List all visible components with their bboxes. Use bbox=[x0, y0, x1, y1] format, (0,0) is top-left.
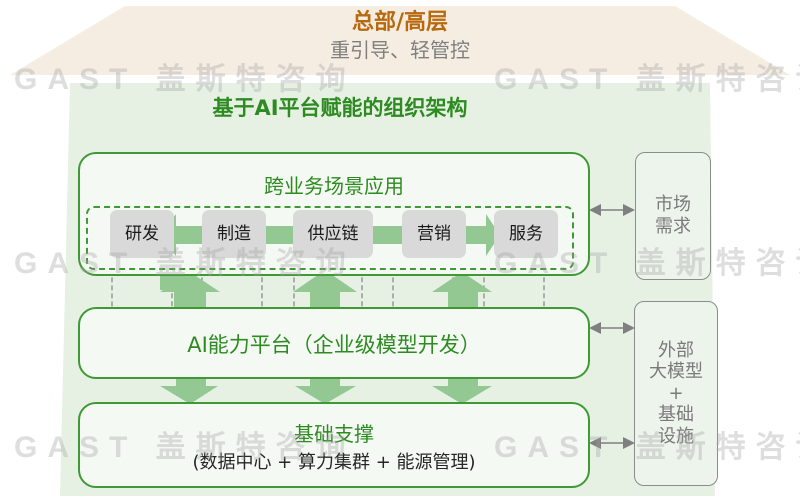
external-model-box: 外部 大模型 + 基础 设施 bbox=[634, 301, 718, 486]
chip-rd: 研发 bbox=[110, 210, 174, 258]
chip-supply-chain: 供应链 bbox=[293, 210, 373, 258]
up-arrow-right bbox=[432, 272, 492, 310]
top-title: 总部/高层 bbox=[351, 10, 449, 35]
watermark: GAST 盖斯特咨询 bbox=[14, 431, 356, 464]
up-arrow-center bbox=[293, 270, 357, 310]
app-chip-group bbox=[86, 206, 574, 270]
external-line5: 设施 bbox=[658, 425, 694, 447]
top-trapezoid bbox=[10, 6, 790, 75]
watermark: GAST 盖斯特咨询 bbox=[494, 63, 800, 96]
watermark: GAST 盖斯特咨询 bbox=[494, 431, 800, 464]
ai-platform-box: AI能力平台（企业级模型开发） bbox=[78, 307, 590, 379]
ai-platform-title: AI能力平台（企业级模型开发） bbox=[187, 333, 481, 357]
external-line4: 基础 bbox=[658, 404, 694, 426]
down-arrow-center bbox=[295, 378, 356, 404]
base-support-title: 基础支撑 bbox=[294, 422, 374, 446]
main-title: 基于AI平台赋能的组织架构 bbox=[212, 96, 468, 120]
chip-service: 服务 bbox=[494, 210, 558, 258]
down-arrow-right bbox=[432, 378, 492, 404]
watermark: GAST 盖斯特咨询 bbox=[14, 63, 356, 96]
external-line1: 外部 bbox=[658, 339, 694, 361]
flow-band-left bbox=[176, 226, 206, 244]
flow-arrow-right-head bbox=[486, 214, 500, 256]
app-layer-title: 跨业务场景应用 bbox=[264, 174, 404, 198]
top-subtitle: 重引导、轻管控 bbox=[330, 38, 470, 62]
down-arrow-left bbox=[160, 378, 218, 404]
market-line1: 市场 bbox=[655, 194, 691, 216]
market-demand-box: 市场 需求 bbox=[635, 152, 711, 280]
external-line2: 大模型 bbox=[649, 361, 703, 383]
flow-band-right bbox=[460, 226, 486, 244]
watermark: GAST 盖斯特咨询 bbox=[494, 247, 800, 280]
watermark: GAST 盖斯特咨询 bbox=[14, 247, 356, 280]
market-line2: 需求 bbox=[655, 216, 691, 237]
base-support-box: 基础支撑 (数据中心 + 算力集群 + 能源管理) bbox=[78, 402, 590, 488]
external-line3: + bbox=[668, 382, 684, 404]
up-arrow-left bbox=[160, 272, 220, 310]
chip-manufacturing: 制造 bbox=[202, 210, 266, 258]
chip-marketing: 营销 bbox=[402, 210, 466, 258]
base-support-subtitle: (数据中心 + 算力集群 + 能源管理) bbox=[192, 452, 476, 473]
